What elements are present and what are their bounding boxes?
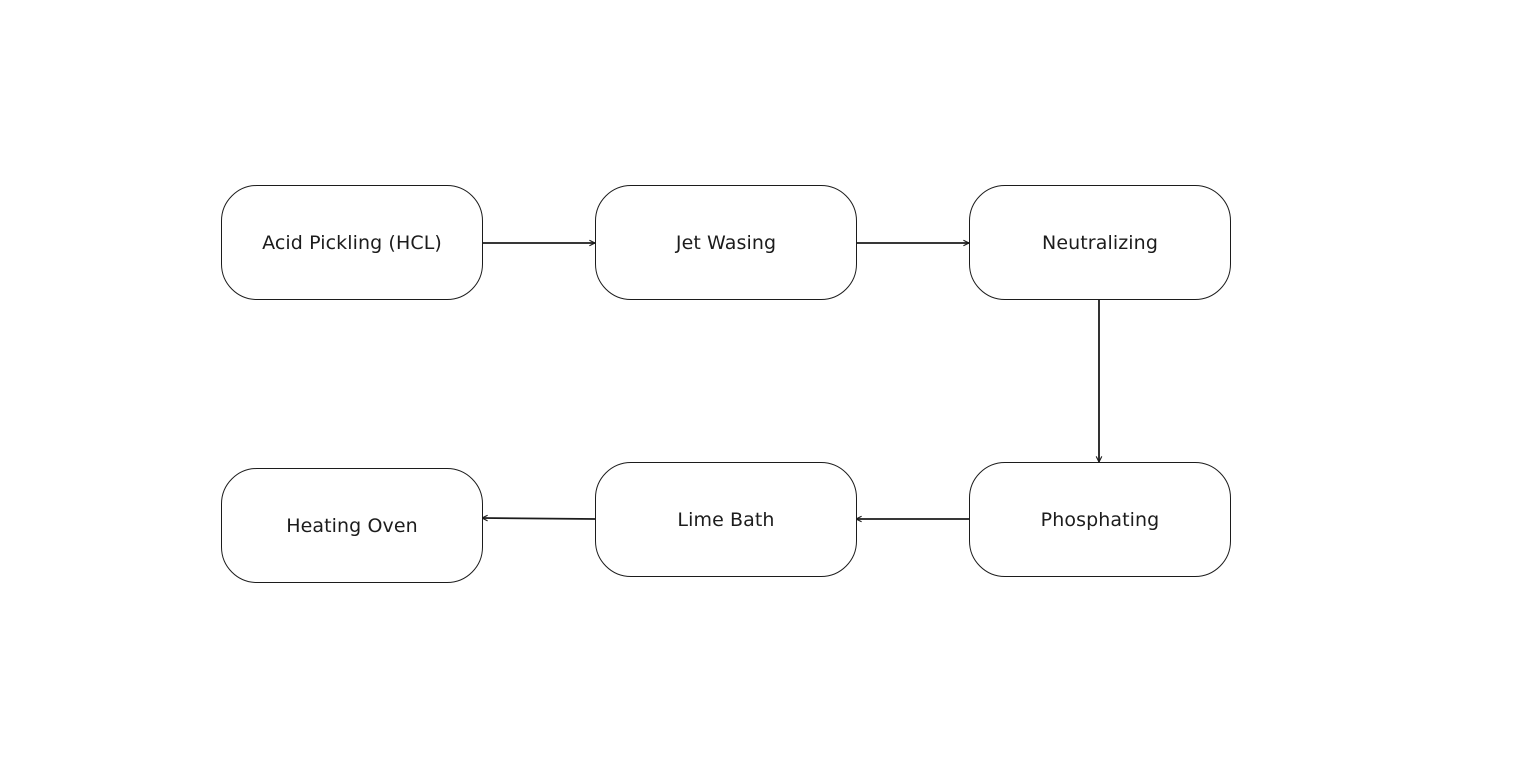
process-step-label: Heating Oven	[286, 514, 418, 537]
process-step-acid-pickling[interactable]: Acid Pickling (HCL)	[221, 185, 483, 300]
process-step-phosphating[interactable]: Phosphating	[969, 462, 1231, 577]
process-step-jet-wasing[interactable]: Jet Wasing	[595, 185, 857, 300]
process-step-label: Phosphating	[1040, 508, 1160, 531]
process-step-label: Lime Bath	[677, 508, 775, 531]
process-step-label: Jet Wasing	[675, 231, 777, 254]
process-step-label: Acid Pickling (HCL)	[262, 231, 442, 254]
arrow-lime-to-heating	[482, 518, 596, 519]
process-step-heating-oven[interactable]: Heating Oven	[221, 468, 483, 583]
process-step-label: Neutralizing	[1042, 231, 1158, 254]
process-step-neutralizing[interactable]: Neutralizing	[969, 185, 1231, 300]
process-step-lime-bath[interactable]: Lime Bath	[595, 462, 857, 577]
